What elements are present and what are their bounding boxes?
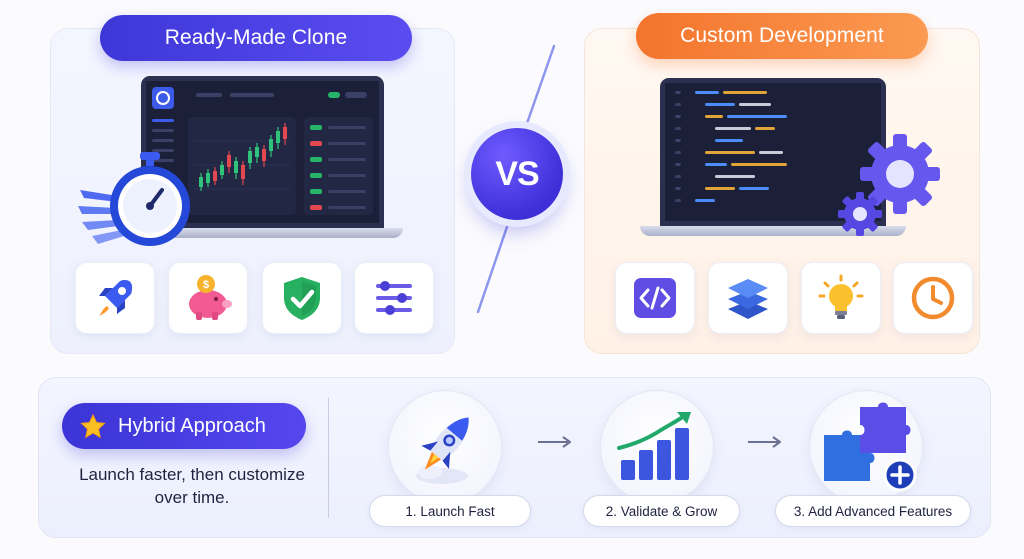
vs-divider-line xyxy=(476,44,556,314)
sliders-icon xyxy=(376,281,412,315)
clock-tile xyxy=(893,262,973,334)
dashboard-laptop-base xyxy=(124,228,403,238)
step-2-circle xyxy=(600,390,714,504)
clock-icon xyxy=(911,276,955,320)
gears-icon xyxy=(838,134,940,236)
lightbulb-tile xyxy=(801,262,881,334)
svg-text:$: $ xyxy=(203,279,209,291)
code-laptop-base xyxy=(640,226,906,236)
puzzle-plus-icon xyxy=(824,402,917,492)
step-2-label: 2. Validate & Grow xyxy=(583,495,740,527)
rocket-icon xyxy=(99,280,133,316)
hybrid-approach-label: Hybrid Approach xyxy=(118,414,266,437)
rocket-tile xyxy=(75,262,155,334)
shield-check-icon xyxy=(284,277,320,320)
bottom-divider xyxy=(328,398,329,518)
arrow-right-icon xyxy=(538,436,571,448)
vs-badge: VS xyxy=(471,128,563,220)
piggy-bank-tile: $ xyxy=(168,262,248,334)
shield-check-tile xyxy=(262,262,342,334)
layers-icon xyxy=(728,279,768,319)
lightbulb-icon xyxy=(818,274,864,319)
hybrid-approach-title: Hybrid Approach xyxy=(62,403,306,449)
step-3-label: 3. Add Advanced Features xyxy=(775,495,971,527)
piggy-bank-icon: $ xyxy=(189,275,232,320)
code-tile xyxy=(615,262,695,334)
sliders-tile xyxy=(354,262,434,334)
step-1-circle xyxy=(388,390,502,504)
layers-tile xyxy=(708,262,788,334)
arrow-right-icon xyxy=(748,436,781,448)
code-laptop-screen xyxy=(660,78,886,226)
rocket-launch-icon xyxy=(416,417,469,484)
step-3-circle xyxy=(809,390,923,504)
custom-development-title: Custom Development xyxy=(636,13,928,59)
step-1-label: 1. Launch Fast xyxy=(369,495,531,527)
star-icon xyxy=(80,413,106,439)
trading-dashboard-illustration xyxy=(146,81,379,223)
ready-made-clone-title: Ready-Made Clone xyxy=(100,15,412,61)
growth-chart-icon xyxy=(617,412,691,480)
hybrid-approach-description: Launch faster, then customize over time. xyxy=(79,465,305,507)
code-icon xyxy=(634,278,676,318)
stopwatch-icon xyxy=(78,152,190,246)
